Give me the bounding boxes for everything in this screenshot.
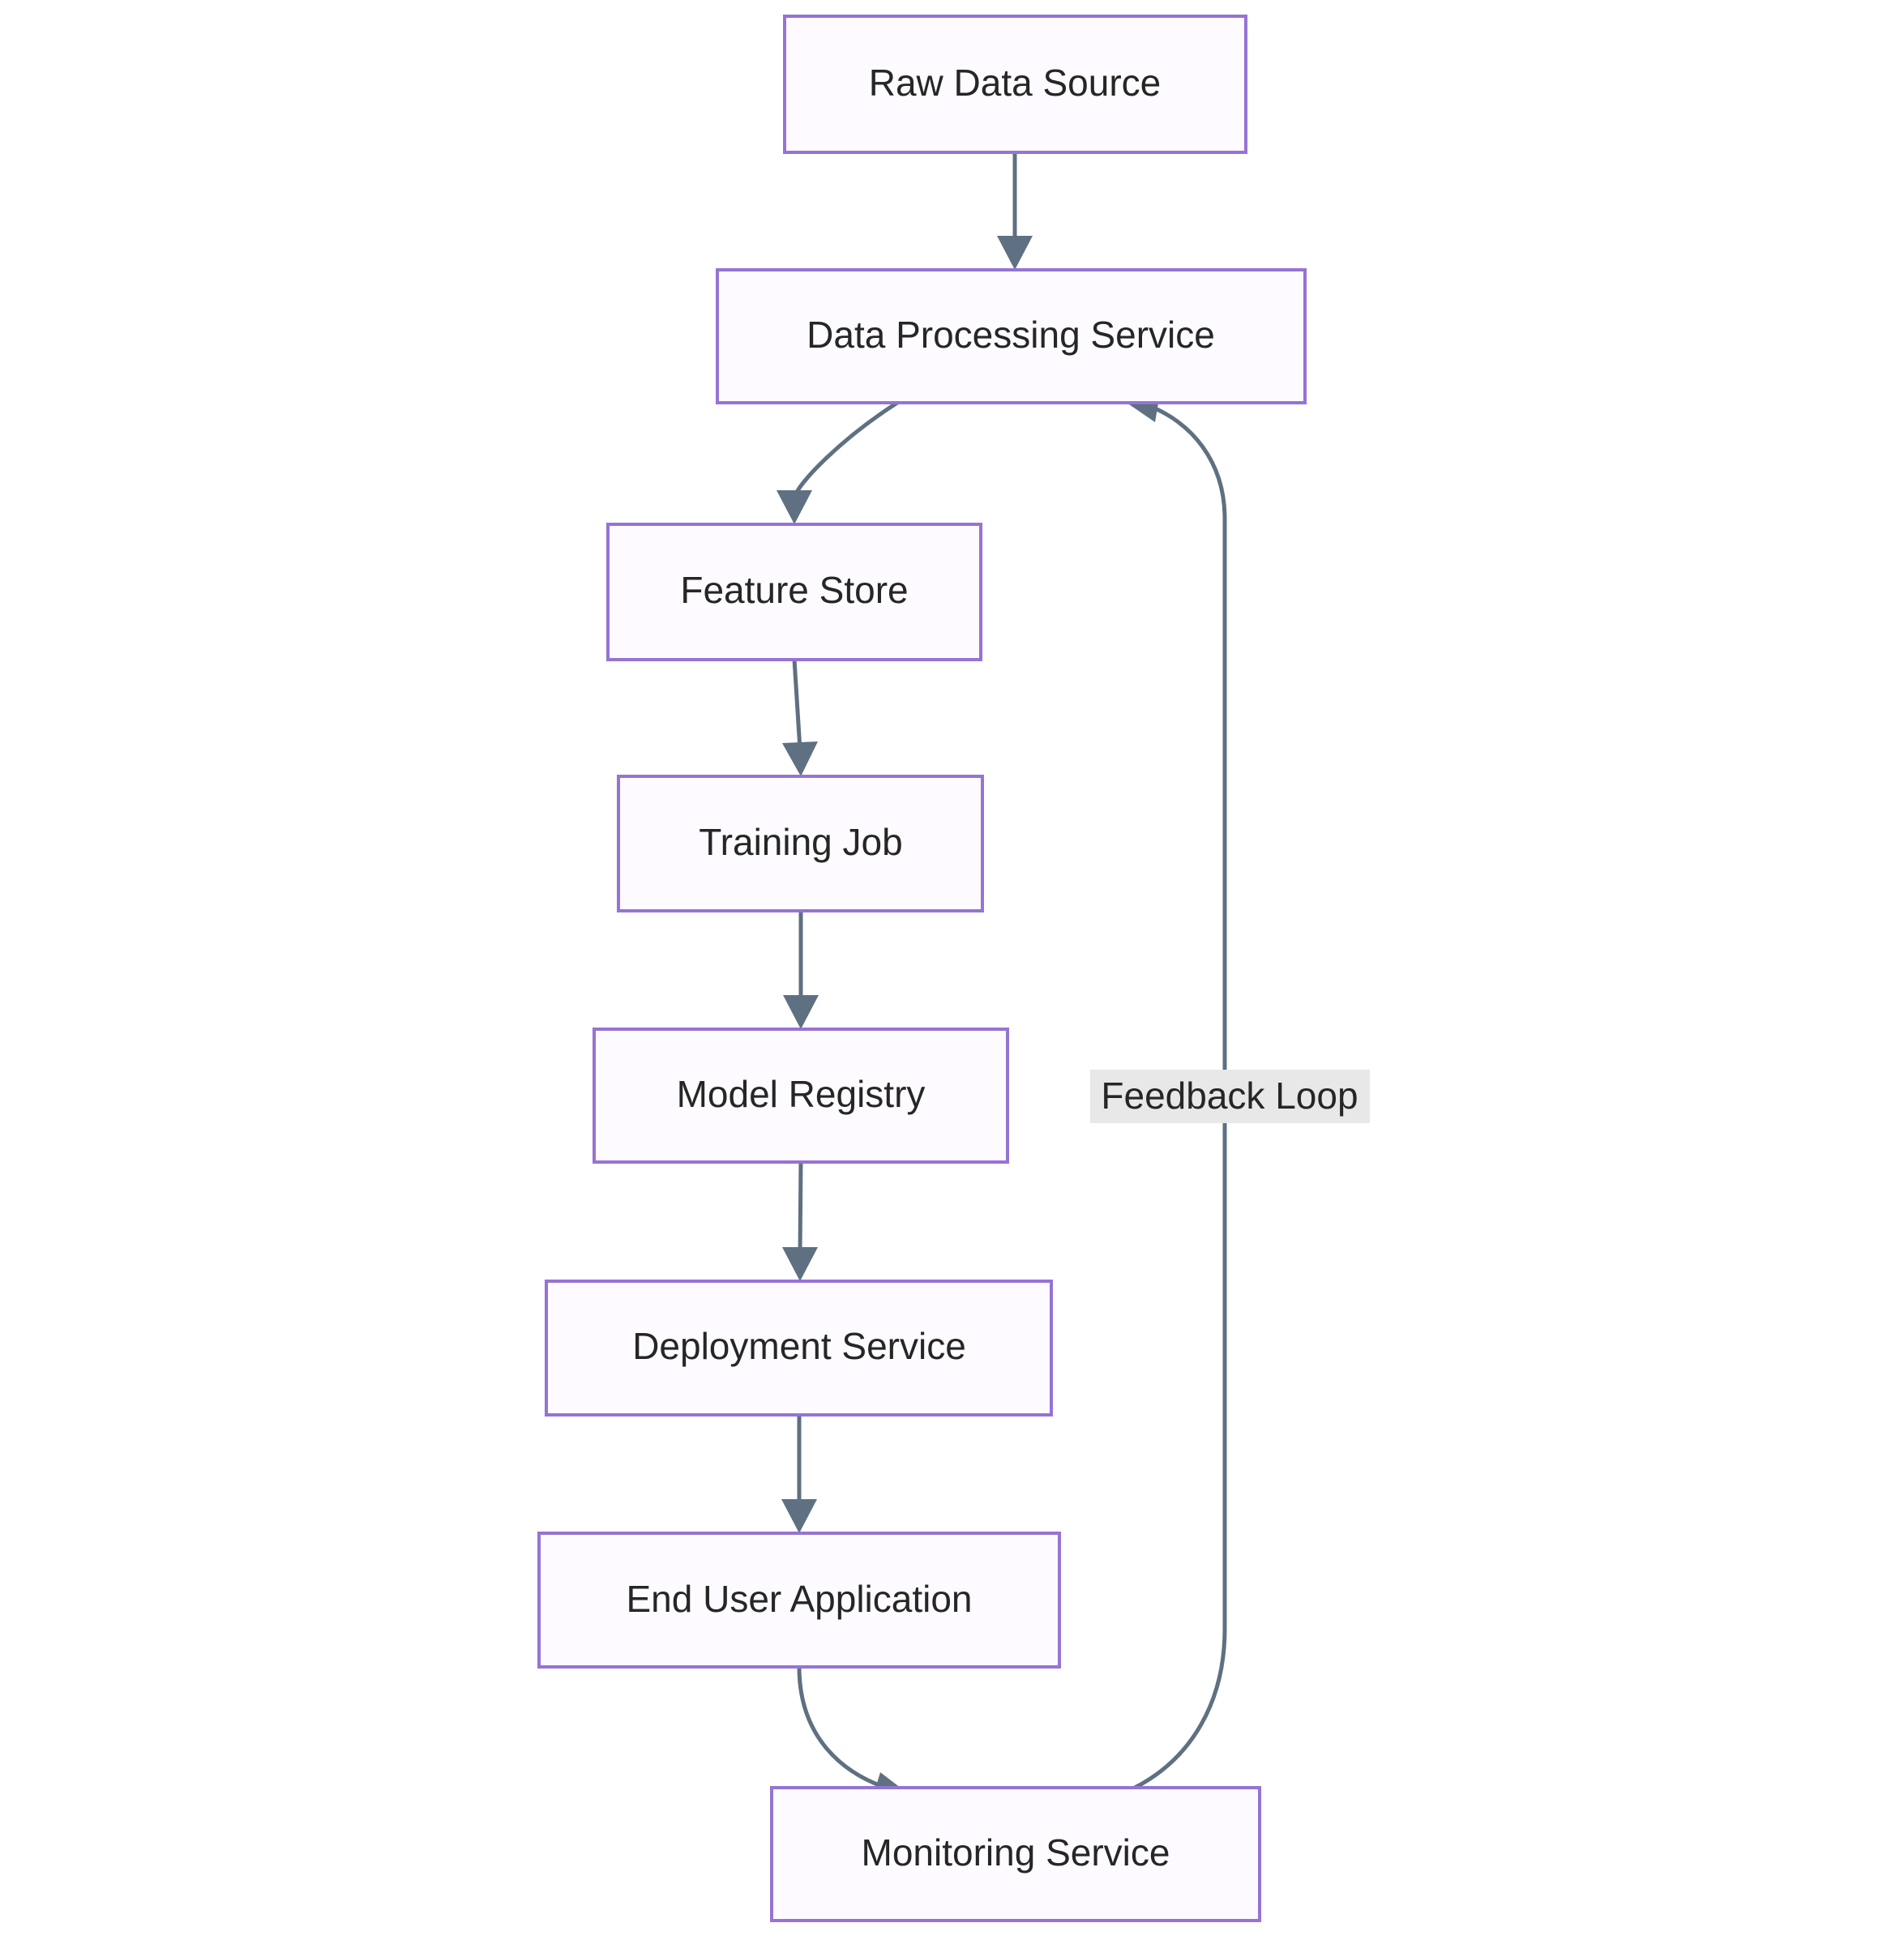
edge-raw-data-source-to-data-processing[interactable] <box>997 152 1033 270</box>
edge-training-job-to-model-registry[interactable] <box>783 911 819 1029</box>
node-layer: Raw Data Source Data Processing Service … <box>537 15 1307 1922</box>
node-label-feature-store: Feature Store <box>680 569 908 611</box>
node-label-raw-data-source: Raw Data Source <box>869 62 1162 104</box>
node-raw-data-source[interactable]: Raw Data Source <box>783 15 1247 154</box>
edge-line <box>792 400 899 498</box>
node-label-training-job: Training Job <box>699 821 902 863</box>
edge-label-layer: Feedback Loop <box>1090 1070 1370 1123</box>
node-label-deployment-service: Deployment Service <box>632 1325 966 1367</box>
arrowhead-icon <box>782 1247 818 1281</box>
edge-model-registry-to-deployment-service[interactable] <box>782 1161 818 1281</box>
edge-label-feedback-loop[interactable]: Feedback Loop <box>1090 1070 1370 1123</box>
edge-data-processing-to-feature-store[interactable] <box>777 400 899 524</box>
arrowhead-icon <box>777 490 812 524</box>
node-monitoring-service[interactable]: Monitoring Service <box>770 1786 1261 1922</box>
node-label-end-user-application: End User Application <box>626 1578 972 1620</box>
node-model-registry[interactable]: Model Registry <box>593 1028 1009 1164</box>
edge-label-text-feedback-loop: Feedback Loop <box>1101 1075 1358 1117</box>
edge-line <box>797 1666 884 1789</box>
node-label-data-processing-service: Data Processing Service <box>807 314 1215 356</box>
node-box <box>770 1786 1261 1922</box>
node-label-monitoring-service: Monitoring Service <box>862 1831 1170 1874</box>
node-training-job[interactable]: Training Job <box>617 775 984 912</box>
node-box <box>716 268 1307 404</box>
node-box <box>593 1028 1009 1164</box>
node-feature-store[interactable]: Feature Store <box>606 523 982 661</box>
node-box <box>617 775 984 912</box>
node-box <box>783 15 1247 154</box>
node-box <box>545 1280 1053 1417</box>
edge-deployment-service-to-end-user-application[interactable] <box>781 1415 817 1533</box>
arrowhead-icon <box>782 741 818 776</box>
edge-feature-store-to-training-job[interactable] <box>782 659 818 776</box>
edge-label-background <box>1090 1070 1370 1123</box>
edge-line <box>798 1161 803 1255</box>
edge-line <box>1133 403 1227 1790</box>
node-label-model-registry: Model Registry <box>677 1073 926 1115</box>
edge-line <box>792 659 802 750</box>
node-data-processing-service[interactable]: Data Processing Service <box>716 268 1307 404</box>
edge-end-user-application-to-monitoring-service[interactable] <box>797 1666 908 1802</box>
node-box <box>537 1532 1061 1669</box>
arrowhead-icon <box>997 236 1033 270</box>
arrowhead-icon <box>781 1499 817 1533</box>
node-end-user-application[interactable]: End User Application <box>537 1532 1061 1669</box>
node-deployment-service[interactable]: Deployment Service <box>545 1280 1053 1417</box>
node-box <box>606 523 982 661</box>
arrowhead-icon <box>783 995 819 1029</box>
